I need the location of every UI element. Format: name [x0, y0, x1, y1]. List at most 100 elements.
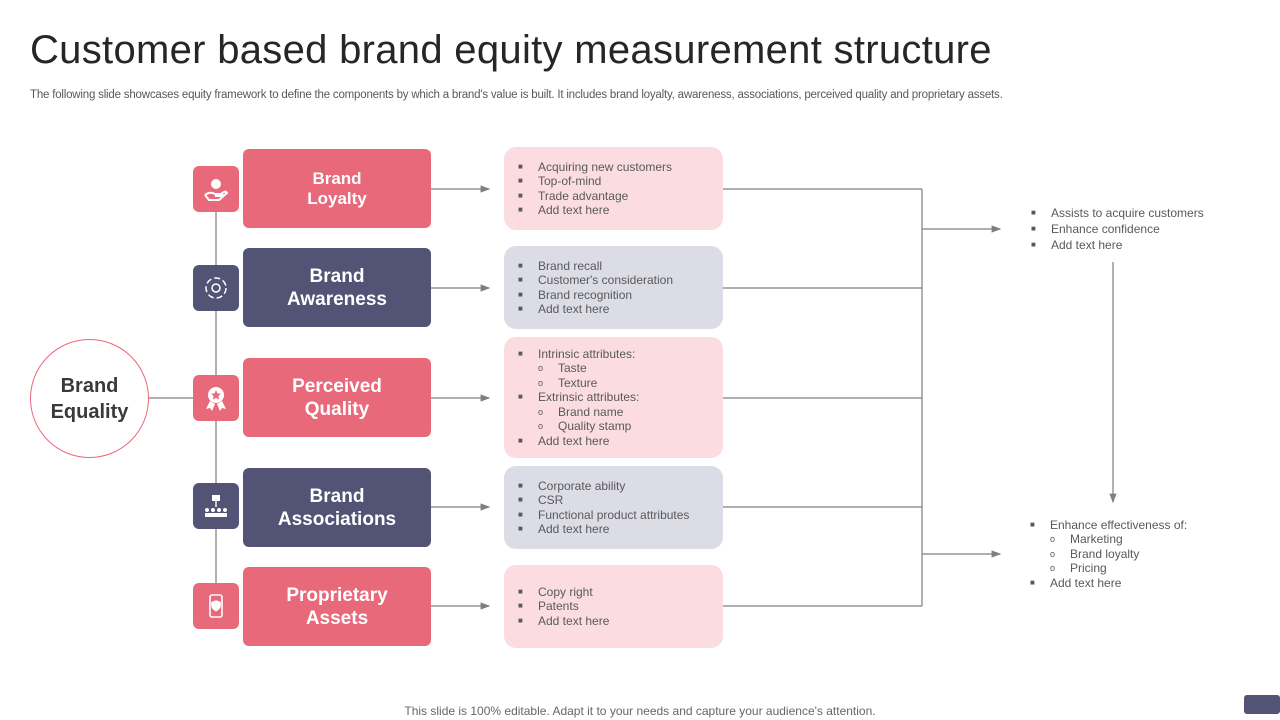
- award-ribbon-icon: [193, 375, 239, 421]
- list-item: ■ Add text here: [518, 614, 723, 628]
- list-item-text: Texture: [558, 375, 598, 390]
- box-label: Brand: [309, 265, 365, 287]
- list-item: ■ Brand recognition: [518, 288, 723, 302]
- detail-box-awareness: ■ Brand recall ■ Customer's consideration ■ B…: [504, 246, 723, 329]
- list-item: ■ Intrinsic attributes:: [518, 347, 723, 361]
- box-label: Quality: [304, 398, 370, 420]
- list-item: Brand loyalty: [1070, 546, 1140, 561]
- bullet-icon: ■: [518, 190, 523, 200]
- list-item-text: Brand name: [558, 404, 624, 419]
- bullet-icon: ■: [518, 275, 523, 285]
- bullet-icon: ■: [518, 523, 523, 533]
- list-item: ■ Add text here: [518, 302, 723, 316]
- bullet-icon: ■: [1031, 224, 1036, 233]
- list-item: Add text here: [1051, 238, 1123, 252]
- center-label-1: Brand: [60, 374, 119, 397]
- page-title: Customer based brand equity measurement …: [30, 28, 992, 72]
- list-item: Enhance confidence: [1051, 222, 1160, 236]
- box-label: Associations: [277, 508, 397, 530]
- bullet-icon: ■: [518, 509, 523, 519]
- list-item-text: Acquiring new customers: [538, 159, 673, 174]
- list-item-text: Add text here: [538, 521, 610, 536]
- list-item-text: Customer's consideration: [538, 273, 674, 288]
- box-label: Proprietary: [286, 584, 388, 606]
- detail-box-associations: ■ Corporate ability ■ CSR■Functional produc…: [504, 466, 723, 549]
- list-item-text: CSR: [538, 493, 564, 508]
- bullet-icon: ■: [518, 349, 523, 359]
- list-item: ■Extrinsic attributes:: [518, 390, 723, 404]
- list-item: Marketing: [1070, 532, 1123, 547]
- sub-bullet-icon: o: [1050, 563, 1056, 574]
- bullet-icon: ■: [518, 495, 523, 505]
- sub-bullet-icon: o: [538, 421, 544, 432]
- list-item: ■Functional product attributes: [518, 508, 723, 522]
- bullet-icon: ■: [518, 289, 523, 299]
- list-item: ■Add text here: [518, 203, 723, 217]
- list-item: ■ CSR: [518, 493, 723, 507]
- box-label: Brand: [312, 168, 362, 188]
- list-item-text: Add text here: [538, 613, 610, 628]
- detail-box-assets: ■Copy right■Patents ■ Add text here: [504, 565, 723, 648]
- bullet-icon: ■: [518, 392, 523, 402]
- list-item-text: Quality stamp: [558, 419, 632, 434]
- bullet-icon: ■: [518, 176, 523, 186]
- bullet-icon: ■: [518, 615, 523, 625]
- list-item-text: Trade advantage: [538, 188, 629, 203]
- bullet-icon: ■: [518, 435, 523, 445]
- list-item: ■ Top-of-mind: [518, 174, 723, 188]
- list-item-text: Copy right: [538, 584, 593, 599]
- hand-money-icon: [193, 166, 239, 212]
- list-item-text: Taste: [558, 361, 587, 376]
- network-people-icon: [193, 483, 239, 529]
- list-item-text: Add text here: [538, 202, 610, 217]
- box-label: Perceived: [292, 375, 382, 397]
- list-item-text: Add text here: [538, 433, 610, 448]
- list-item: Add text here: [1050, 575, 1122, 590]
- list-item: o Quality stamp: [518, 419, 723, 433]
- sub-bullet-icon: o: [1050, 534, 1056, 545]
- list-item: Enhance effectiveness of:: [1050, 518, 1188, 532]
- list-item: ■Acquiring new customers: [518, 160, 723, 174]
- list-item-text: Corporate ability: [538, 478, 626, 493]
- list-item: Pricing: [1070, 561, 1107, 576]
- bullet-icon: ■: [518, 303, 523, 313]
- outcome-top-list: ■ Assists to acquire customers ■ Enhance c…: [1031, 205, 1204, 253]
- list-item: ■Patents: [518, 599, 723, 613]
- box-label: Brand: [309, 485, 365, 507]
- phone-shield-icon: [193, 583, 239, 629]
- bullet-icon: ■: [1031, 208, 1036, 217]
- bullet-icon: ■: [518, 480, 523, 490]
- list-item: ■ Trade advantage: [518, 189, 723, 203]
- box-label: Awareness: [287, 288, 387, 310]
- list-item-text: Add text here: [538, 301, 610, 316]
- list-item: ■ Brand recall: [518, 259, 723, 273]
- bullet-icon: ■: [1030, 520, 1035, 529]
- sub-bullet-icon: o: [1050, 548, 1056, 559]
- list-item-text: Brand recall: [538, 258, 603, 273]
- slide-nav-button[interactable]: [1244, 695, 1280, 714]
- bullet-icon: ■: [518, 260, 523, 270]
- list-item: Assists to acquire customers: [1051, 206, 1204, 220]
- list-item-text: Intrinsic attributes:: [538, 347, 636, 362]
- list-item-text: Patents: [538, 599, 579, 614]
- list-item-text: Top-of-mind: [538, 174, 602, 189]
- list-item: ■Copy right: [518, 585, 723, 599]
- detail-box-loyalty: ■Acquiring new customers ■ Top-of-mind ■ Tra…: [504, 147, 723, 230]
- list-item: ■ Add text here: [518, 522, 723, 536]
- center-label-2: Equality: [50, 400, 129, 423]
- list-item: ■ Add text here: [518, 434, 723, 448]
- list-item-text: Brand recognition: [538, 287, 633, 302]
- box-label: Loyalty: [307, 188, 367, 208]
- list-item: ■ Corporate ability: [518, 479, 723, 493]
